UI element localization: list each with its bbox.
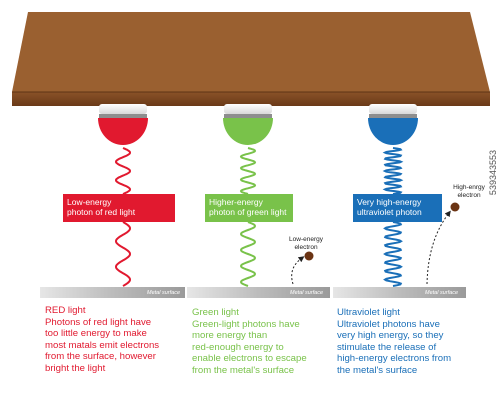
electron-label-low: Low-energy electron [280,236,332,252]
photon-label-green-line2: photon of green light [209,207,287,217]
board-front [12,92,490,106]
photon-wave-red-lower [114,221,132,287]
caption-green-line-5: enable electrons to escape [192,353,307,365]
electron-path-high [426,210,451,285]
photon-label-box-red [63,194,175,222]
lamp-bulb-green [223,118,273,145]
electron-low [304,251,314,261]
caption-red-line-4: most matals emit electrons [45,339,160,351]
lamp-bulb-red [98,118,148,145]
electron-label-low-line1: Low-energy [289,236,323,243]
photon-wave-red-upper [114,147,132,195]
surface-label-uv: Metal surface [424,290,458,296]
caption-red-line-2: Photons of red light have [45,316,152,328]
photon-label-red: Low-energy photon of red light [63,194,175,222]
surface-label-red: Metal surface [146,290,180,296]
photon-label-uv-line2: ultraviolet photon [357,207,422,217]
lamp-cap-green [224,104,272,114]
photon-wave-uv-lower [383,221,403,287]
photon-label-green-line1: Higher-energy [209,197,263,207]
photon-wave-green-lower [239,221,257,287]
electron-path-low [291,256,305,285]
electron-label-high-line1: High-enrgy [453,184,485,191]
caption-uv-line-3: very high energy, so they [337,330,444,342]
lamp-band-green [224,114,272,118]
caption-red-line-6: bright the light [45,362,106,374]
lamp-band-uv [369,114,417,118]
caption-green-line-4: red-enough energy to [192,341,284,353]
metal-surface-red [40,287,185,298]
photon-wave-green-upper [239,147,257,195]
caption-uv-line-6: the metal's surface [337,364,418,376]
lamp-cap-red [99,104,147,114]
electron-high [450,202,460,212]
photon-label-box-uv [353,194,442,222]
caption-green-line-2: Green-light photons have [192,318,300,330]
caption-uv-line-1: Ultraviolet light [337,307,400,318]
lamp-bulb-uv [368,118,418,145]
lamp-band-red [99,114,147,118]
board-top [12,12,490,92]
electron-label-high: High-enrgy electron [446,184,492,200]
caption-uv-line-2: Ultraviolet photons have [337,318,440,330]
electron-label-high-line2: electron [457,192,481,199]
caption-uv-line-4: stimulate the release of [337,341,437,353]
metal-surface-green [187,287,330,298]
photon-label-green: Higher-energy photon of green light [205,194,293,222]
caption-green-line-6: from the metal's surface [192,364,295,376]
photon-label-uv: Very high-energy ultraviolet photon [353,194,442,222]
watermark-id: 539343553 [488,150,498,196]
caption-green-line-3: more energy than [192,330,268,342]
caption-red-line-1: RED light [45,305,86,316]
photon-label-uv-line1: Very high-energy [357,197,422,207]
surface-label-green: Metal surface [289,290,323,296]
caption-uv-line-5: high-energy electrons from [337,353,452,365]
photon-wave-uv-upper [382,147,404,195]
electron-label-low-line2: electron [294,244,318,251]
lamp-cap-uv [369,104,417,114]
caption-red-line-3: too little energy to make [45,328,147,340]
photon-label-red-line1: Low-energy [67,197,112,207]
caption-green-line-1: Green light [192,307,239,318]
metal-surface-uv [333,287,466,298]
photon-label-red-line2: photon of red light [67,207,136,217]
photon-label-box-green [205,194,293,222]
caption-red-line-5: from the surface, however [45,351,156,363]
